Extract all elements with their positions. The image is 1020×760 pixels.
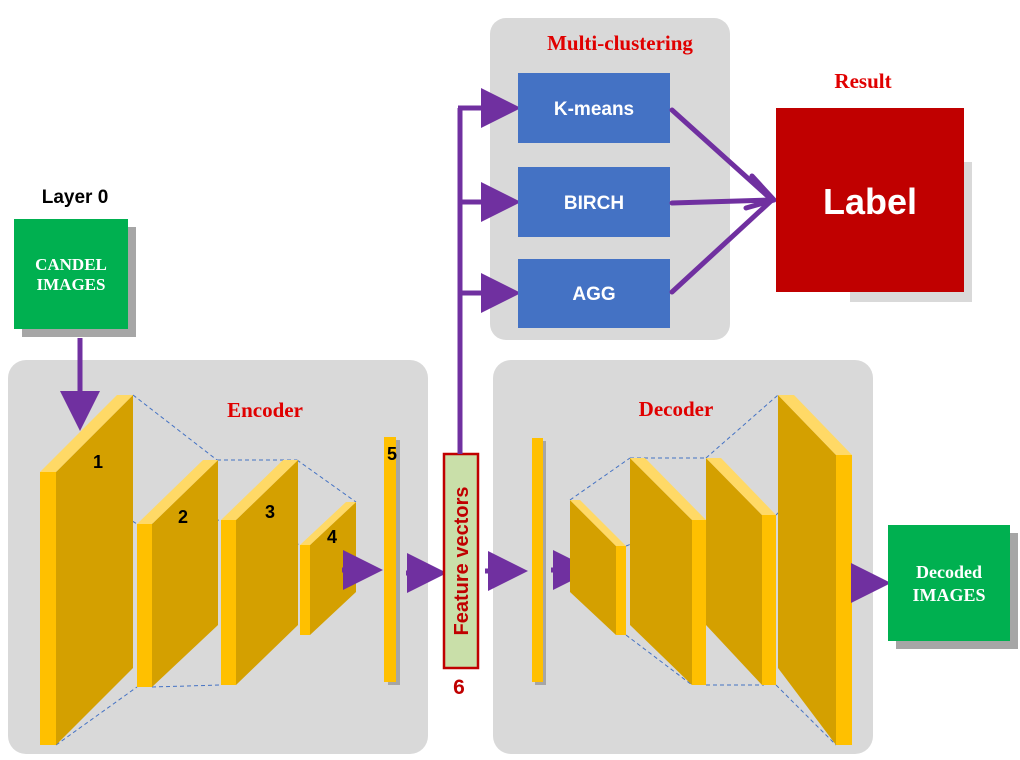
encoder-layer-5	[384, 437, 400, 685]
encoder-layer-3	[221, 460, 298, 685]
output-box-label-line1: Decoded	[916, 562, 982, 582]
decoder-layer-1	[532, 438, 546, 685]
feature-vectors-box: Feature vectors	[442, 452, 480, 670]
feature-vectors-label: Feature vectors	[451, 487, 473, 636]
input-box-label-line2: IMAGES	[37, 275, 106, 294]
agg-box: AGG	[518, 259, 670, 328]
clustering-to-result-arrows	[669, 107, 777, 295]
result-label-box: Label	[776, 108, 972, 302]
result-label-text: Label	[823, 181, 917, 222]
decoder-layer-4	[706, 458, 776, 685]
layer-number-4: 4	[327, 527, 337, 547]
input-images-box: CANDEL IMAGES	[14, 219, 136, 337]
decoder-layer-5	[778, 395, 852, 745]
encoder-title: Encoder	[227, 398, 303, 422]
clustering-title: Multi-clustering	[547, 31, 693, 55]
birch-box: BIRCH	[518, 167, 670, 237]
birch-label: BIRCH	[564, 193, 624, 214]
input-box-label-line1: CANDEL	[35, 255, 107, 274]
decoder-title: Decoder	[639, 397, 714, 421]
layer-0-label: Layer 0	[42, 187, 109, 208]
encoder-layer-4	[300, 502, 356, 635]
agg-label: AGG	[572, 284, 615, 305]
layer-number-2: 2	[178, 507, 188, 527]
kmeans-label: K-means	[554, 99, 634, 120]
decoded-images-box: Decoded IMAGES	[888, 525, 1018, 649]
output-box-label-line2: IMAGES	[912, 585, 985, 605]
layer-number-5: 5	[387, 444, 397, 464]
result-title: Result	[834, 69, 891, 93]
feature-to-clustering-arrows	[457, 88, 521, 454]
decoder-layer-2	[570, 500, 626, 635]
layer-number-3: 3	[265, 502, 275, 522]
feature-number-6: 6	[453, 676, 465, 699]
decoder-layer-3	[630, 458, 706, 685]
encoder-layer-2	[137, 460, 218, 687]
layer-number-1: 1	[93, 452, 103, 472]
encoder-layer-1	[40, 395, 133, 745]
kmeans-box: K-means	[518, 73, 670, 143]
